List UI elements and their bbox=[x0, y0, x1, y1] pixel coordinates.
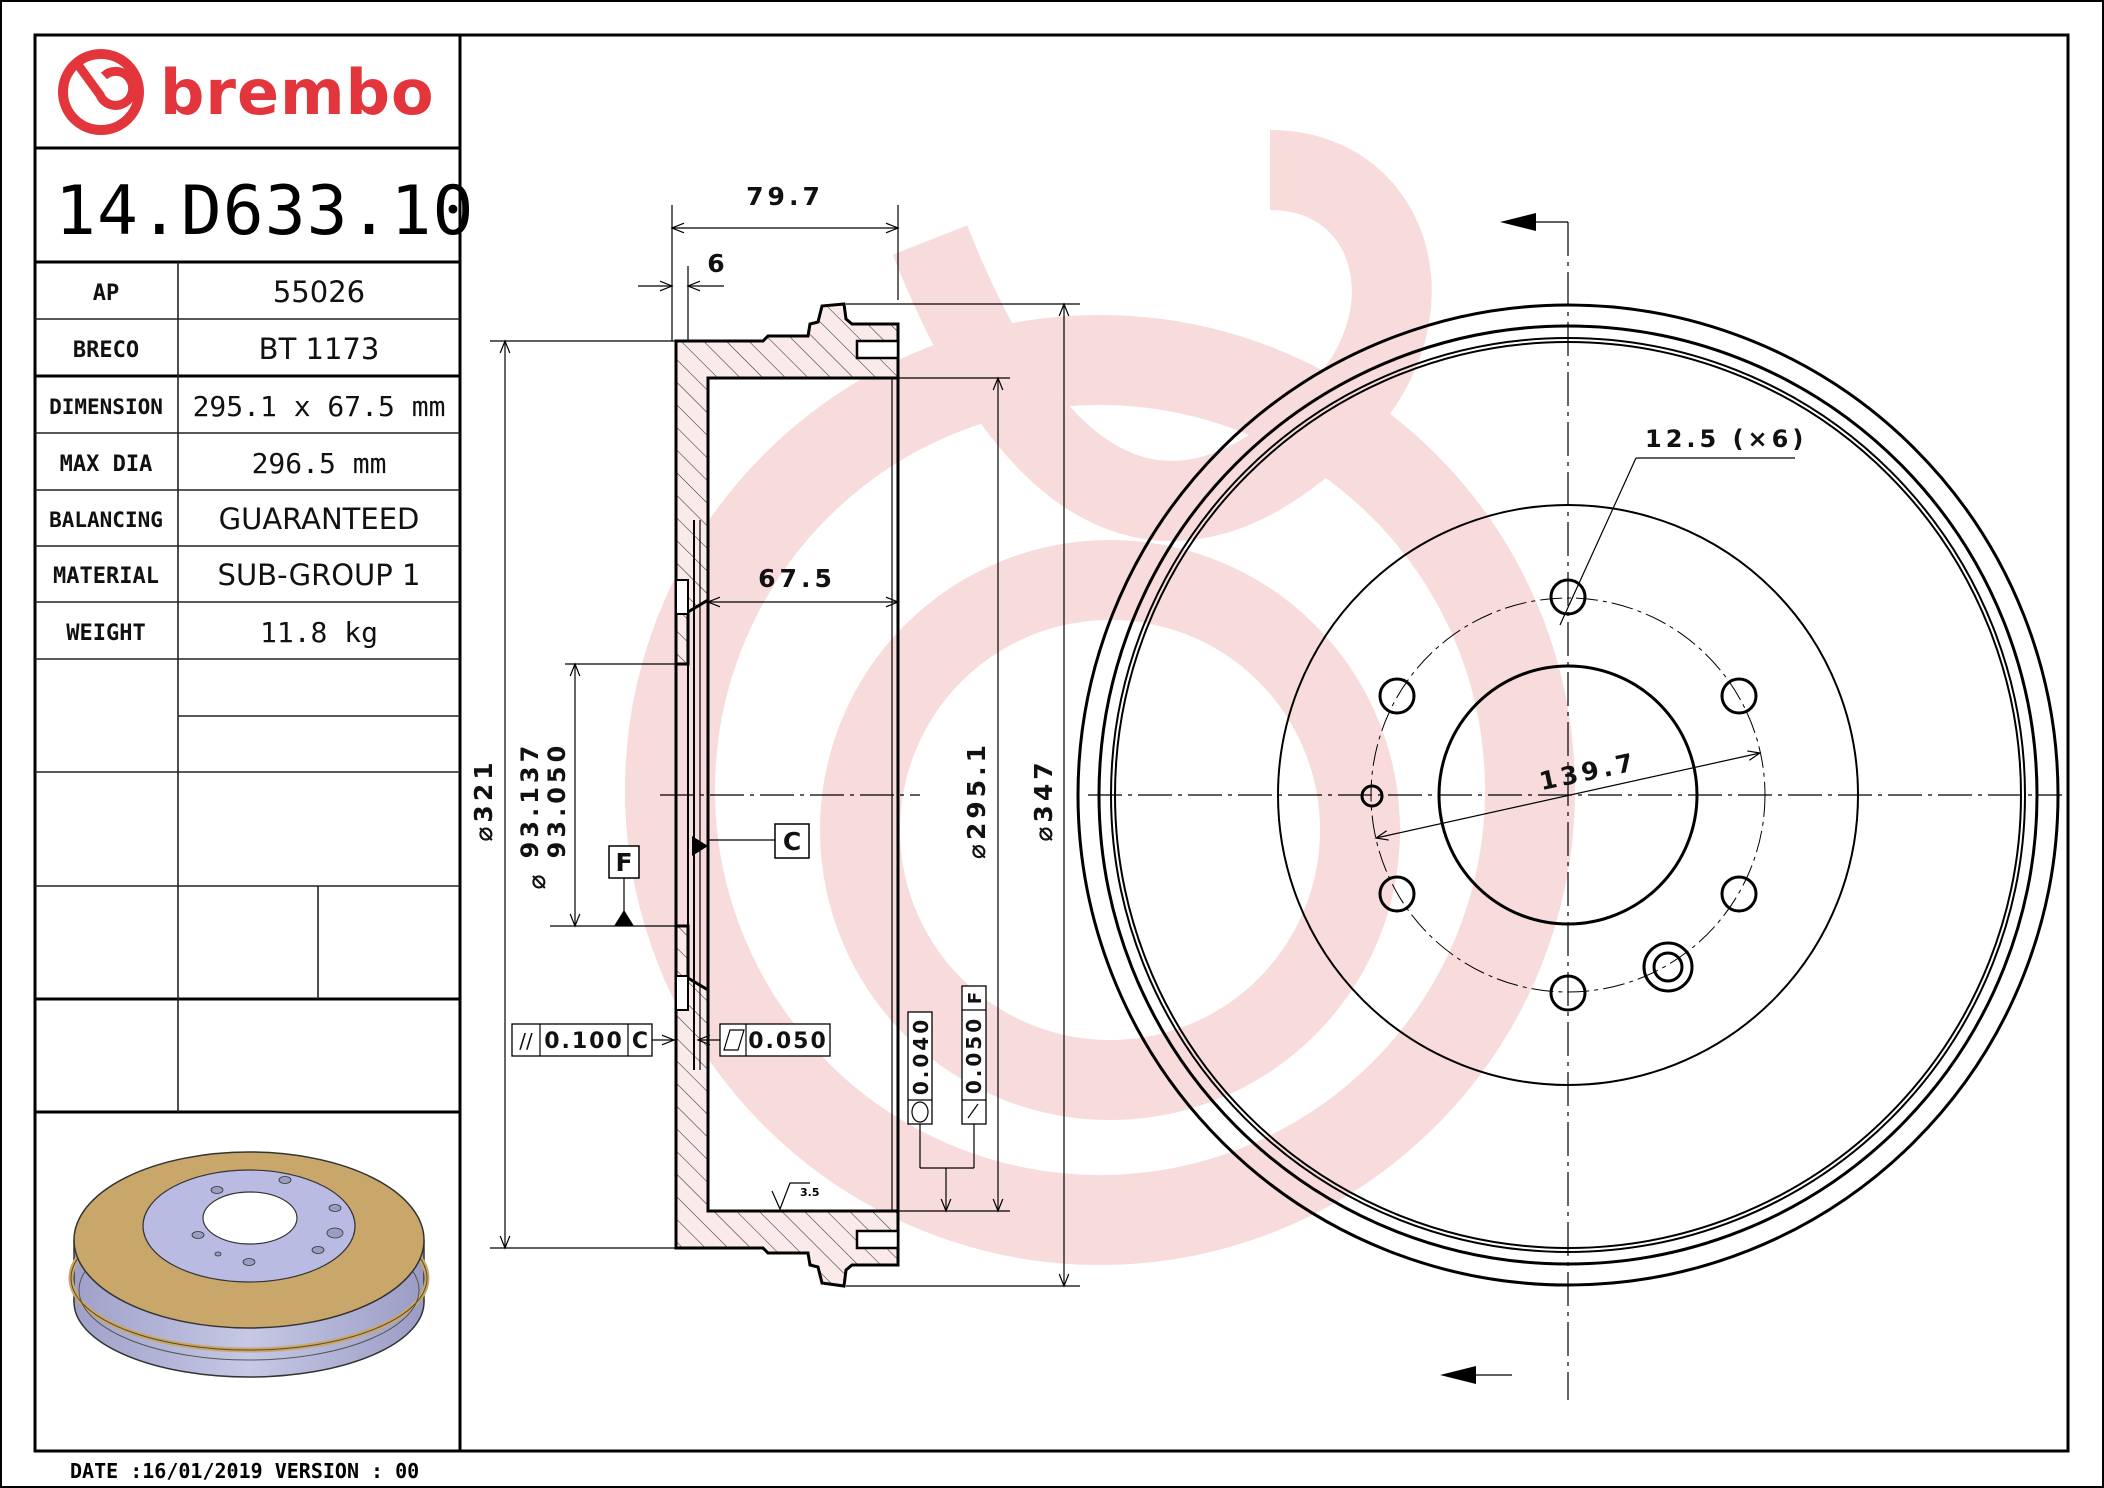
dim-bore-lower: 93.050 bbox=[543, 742, 571, 859]
svg-text:0.100: 0.100 bbox=[544, 1029, 624, 1054]
bolt-hole bbox=[1378, 677, 1416, 715]
hole-callout: 12.5 (×6) bbox=[1645, 425, 1807, 453]
tolerance-runout: F 0.050 bbox=[961, 985, 987, 1168]
part-number: 14.D633.10 bbox=[55, 172, 474, 251]
tolerance-circularity: 0.040 bbox=[907, 1011, 933, 1168]
dim-dia-321: ⌀321 bbox=[469, 758, 498, 841]
dim-dia-347: ⌀347 bbox=[1029, 758, 1058, 841]
date-version: DATE :16/01/2019 VERSION : 00 bbox=[70, 1459, 419, 1483]
countersunk-screw-hole bbox=[1642, 941, 1694, 993]
circularity-icon bbox=[911, 1101, 929, 1123]
spec-value-weight: 11.8 kg bbox=[260, 616, 378, 649]
spec-value-breco: BT 1173 bbox=[259, 332, 380, 366]
drawing-frame bbox=[33, 33, 2070, 1453]
section-arrow-top-icon bbox=[1500, 213, 1536, 231]
flatness-icon bbox=[723, 1029, 745, 1051]
dim-flange-thickness: 6 bbox=[707, 249, 728, 278]
tolerance-flatness: 0.050 bbox=[696, 1023, 831, 1057]
bolt-hole bbox=[1720, 677, 1758, 715]
product-3d-image bbox=[68, 1151, 430, 1378]
dim-bore-upper: 93.137 bbox=[516, 742, 544, 859]
brembo-logo: brembo bbox=[58, 49, 435, 135]
spec-value-material: SUB-GROUP 1 bbox=[218, 558, 421, 592]
svg-text:0.050: 0.050 bbox=[748, 1029, 828, 1054]
svg-text:3.5: 3.5 bbox=[800, 1186, 820, 1199]
roughness-symbol: 3.5 bbox=[771, 1182, 820, 1211]
dim-dia-295: ⌀295.1 bbox=[962, 741, 991, 859]
spec-label-weight: WEIGHT bbox=[66, 621, 145, 646]
watermark-logo bbox=[625, 130, 1575, 1265]
spec-value-dimension: 295.1 x 67.5 mm bbox=[193, 390, 446, 423]
datum-f-triangle-icon bbox=[614, 910, 634, 926]
tolerance-parallelism: // 0.100 C bbox=[511, 1023, 676, 1057]
datum-c-label: C bbox=[783, 827, 801, 856]
section-arrow-bottom-icon bbox=[1440, 1366, 1476, 1384]
spec-value-max-dia: 296.5 mm bbox=[252, 447, 387, 480]
dim-braking-width: 67.5 bbox=[758, 564, 836, 593]
svg-text:0.050: 0.050 bbox=[962, 1016, 986, 1094]
brand-name: brembo bbox=[160, 56, 435, 129]
svg-text:F: F bbox=[965, 992, 986, 1004]
front-view: 12.5 (×6) 139.7 bbox=[1076, 213, 2062, 1400]
bolt-hole bbox=[1720, 875, 1758, 913]
runout-icon bbox=[967, 1103, 979, 1119]
spec-label-max-dia: MAX DIA bbox=[60, 452, 153, 477]
svg-text:C: C bbox=[632, 1029, 648, 1054]
section-view: 79.7 6 67.5 ⌀321 93.137 93.050 ⌀ F C bbox=[469, 182, 1080, 1288]
svg-text:0.040: 0.040 bbox=[909, 1017, 933, 1095]
spec-label-ap: AP bbox=[93, 281, 120, 306]
spec-value-ap: 55026 bbox=[273, 275, 365, 309]
parallel-icon: // bbox=[519, 1029, 533, 1053]
title-block bbox=[35, 35, 462, 1451]
datum-c-triangle-icon bbox=[692, 836, 708, 856]
bolt-hole bbox=[1378, 875, 1416, 913]
datum-f-label: F bbox=[615, 848, 632, 877]
dim-overall-width: 79.7 bbox=[746, 182, 824, 211]
spec-label-balancing: BALANCING bbox=[49, 508, 163, 532]
spec-label-dimension: DIMENSION bbox=[49, 395, 163, 419]
spec-table: AP 55026 BRECO BT 1173 DIMENSION 295.1 x… bbox=[49, 275, 445, 649]
spec-label-material: MATERIAL bbox=[53, 564, 159, 589]
spec-value-balancing: GUARANTEED bbox=[219, 502, 420, 536]
dim-bore-dia-symbol: ⌀ bbox=[522, 870, 551, 889]
spec-label-breco: BRECO bbox=[73, 338, 139, 363]
